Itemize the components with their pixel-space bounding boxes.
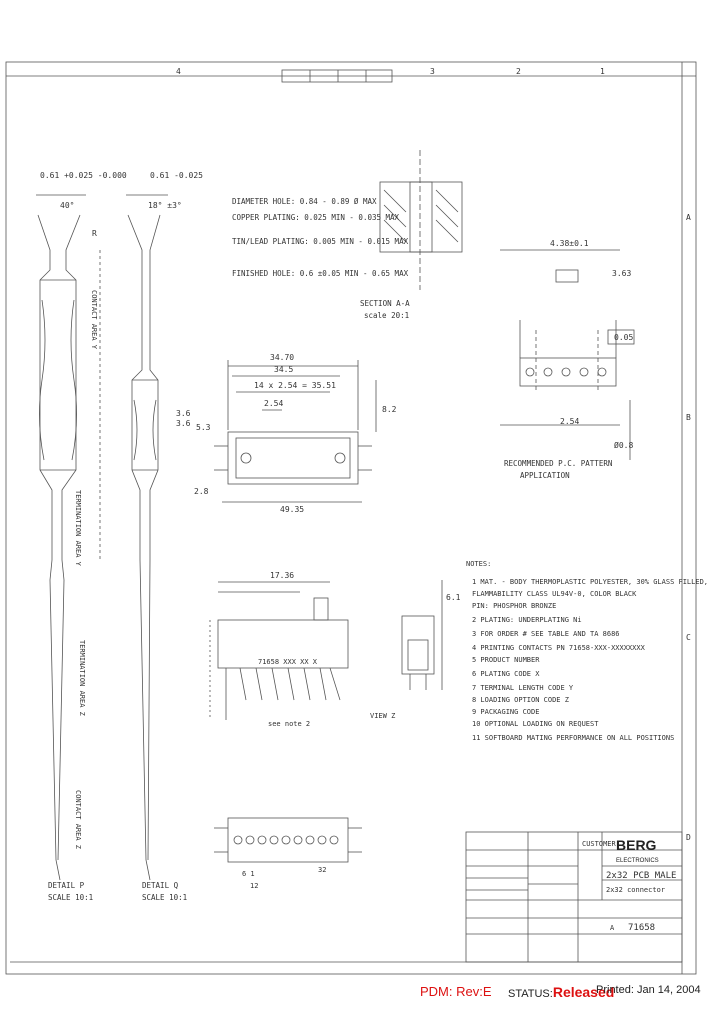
dim-p2: 3.63: [612, 269, 631, 278]
dim-r: R: [92, 229, 97, 238]
detail-p-scale: SCALE 10:1: [48, 893, 93, 902]
detail-q-scale: SCALE 10:1: [142, 893, 187, 902]
label-contact-area-z: CONTACT AREA Z: [74, 790, 82, 849]
title-block: [465, 831, 683, 963]
note-line-11: 9 PACKAGING CODE: [472, 708, 539, 716]
label-termination-area-z: TERMINATION AREA Z: [78, 640, 86, 716]
berg-logo: BERG: [616, 837, 657, 853]
dim-p3: 2.54: [560, 417, 579, 426]
note-line-5: 3 FOR ORDER # SEE TABLE AND TA 8686: [472, 630, 620, 638]
dim-h1: 8.2: [382, 405, 397, 414]
border-label-right-4: D: [686, 833, 691, 842]
dim-h4: 6.1: [446, 593, 461, 602]
side-view-part-label: 71658 XXX XX X: [258, 658, 318, 666]
dim-w3: 14 x 2.54 = 35.51: [254, 381, 336, 390]
plating-note-4: FINISHED HOLE: 0.6 ±0.05 MIN - 0.65 MAX: [232, 269, 409, 278]
detail-q-title: DETAIL Q: [142, 881, 179, 890]
detail-p-title: DETAIL P: [48, 881, 85, 890]
note-line-3: PIN: PHOSPHOR BRONZE: [472, 602, 556, 610]
note-line-1: 1 MAT. - BODY THERMOPLASTIC POLYESTER, 3…: [472, 578, 708, 586]
dim-w6: 17.36: [270, 571, 294, 580]
note-line-2: FLAMMABILITY CLASS UL94V-0, COLOR BLACK: [472, 590, 637, 598]
status-line: STATUS:Released: [508, 984, 614, 1000]
dim-h2: 5.3: [196, 423, 211, 432]
border-label-right-2: B: [686, 413, 691, 422]
view-z: [401, 580, 443, 690]
dim-hole: Ø0.8: [614, 440, 633, 450]
title-block-customer: CUSTOMER: [582, 840, 617, 848]
border-label-top-2: 3: [430, 67, 435, 76]
pc-pattern: [500, 249, 635, 460]
dim-d1: 0.61 +0.025 -0.000: [40, 171, 127, 180]
title-block-part-number: 71658: [628, 923, 655, 933]
dim-w4: 2.54: [264, 399, 283, 408]
note-line-6: 4 PRINTING CONTACTS PN 71658-XXX-XXXXXXX…: [472, 644, 646, 652]
printed-date: Printed: Jan 14, 2004: [596, 984, 701, 996]
dim-pitch2: 3.6: [176, 419, 191, 428]
plating-note-1: DIAMETER HOLE: 0.84 - 0.89 Ø MAX: [232, 197, 377, 206]
dim-h3: 2.8: [194, 487, 209, 496]
detail-p-pin: [36, 194, 101, 881]
title-block-title: 2x32 PCB MALE: [606, 871, 676, 881]
border-label-right-3: C: [686, 633, 691, 642]
dim-pitch1: 3.6: [176, 409, 191, 418]
detail-q-pin: [126, 194, 168, 881]
bottom-pin-num: 12: [250, 882, 258, 890]
status-label: STATUS:: [508, 988, 553, 1000]
note-line-12: 10 OPTIONAL LOADING ON REQUEST: [472, 720, 599, 728]
bottom-pin-left: 6 1: [242, 870, 255, 878]
dim-p1: 4.38±0.1: [550, 239, 589, 248]
note-line-7: 5 PRODUCT NUMBER: [472, 656, 540, 664]
label-contact-area-y: CONTACT AREA Y: [90, 290, 98, 350]
front-view-connector: [214, 360, 377, 503]
border-label-top-3: 2: [516, 67, 521, 76]
note-line-8: 6 PLATING CODE X: [472, 670, 540, 678]
note-line-4: 2 PLATING: UNDERPLATING Ni: [472, 616, 582, 624]
border-label-top-1: 4: [176, 67, 181, 76]
note-line-13: 11 SOFTBOARD MATING PERFORMANCE ON ALL P…: [472, 734, 674, 742]
title-block-subtitle: 2x32 connector: [606, 886, 665, 894]
plating-note-3: TIN/LEAD PLATING: 0.005 MIN - 0.015 MAX: [232, 237, 409, 246]
section-title: SECTION A-A: [360, 299, 410, 308]
bottom-view-connector: [214, 817, 362, 863]
border-label-top-4: 1: [600, 67, 605, 76]
dim-angle2: 18° ±3°: [148, 201, 182, 210]
section-scale: scale 20:1: [364, 311, 409, 320]
label-termination-area-y: TERMINATION AREA Y: [74, 490, 82, 567]
dim-w2: 34.5: [274, 365, 293, 374]
berg-logo-sub: ELECTRONICS: [616, 858, 659, 864]
dim-w1: 34.70: [270, 353, 294, 362]
dim-angle1: 40°: [60, 201, 74, 210]
plating-note-2: COPPER PLATING: 0.025 MIN - 0.035 MAX: [232, 213, 400, 222]
bottom-pin-right: 32: [318, 866, 326, 874]
status-value: Released: [552, 984, 615, 1000]
side-view-connector: [209, 581, 349, 720]
outer-frame: [5, 61, 697, 975]
dim-d2: 0.61 -0.025: [150, 171, 203, 180]
notes-title: NOTES:: [466, 560, 491, 568]
pc-pattern-sub: APPLICATION: [520, 471, 570, 480]
side-view-see-note: see note 2: [268, 720, 310, 728]
dim-w5: 49.35: [280, 505, 304, 514]
pc-pattern-title: RECOMMENDED P.C. PATTERN: [504, 459, 612, 468]
section-a-a: [379, 150, 463, 290]
view-z-label: VIEW Z: [370, 712, 395, 720]
dim-tol: 0.05: [614, 333, 633, 342]
note-line-10: 8 LOADING OPTION CODE Z: [472, 696, 569, 704]
note-line-9: 7 TERMINAL LENGTH CODE Y: [472, 684, 574, 692]
border-label-right-1: A: [686, 213, 691, 222]
pdm-revision: PDM: Rev:E: [420, 984, 492, 999]
title-block-size: A: [610, 924, 615, 932]
